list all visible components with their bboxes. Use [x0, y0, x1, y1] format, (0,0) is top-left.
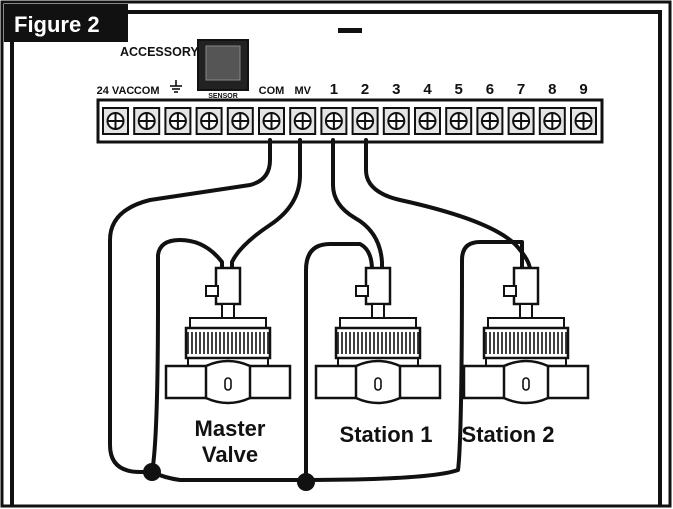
terminal-label: 3: [392, 81, 400, 98]
accessory-label: ACCESSORY: [120, 45, 199, 59]
solenoid-lever: [355, 285, 369, 297]
terminal-label: 8: [548, 81, 556, 98]
housing-notch: [338, 28, 362, 33]
sensor-label: SENSOR: [208, 93, 238, 100]
figure-badge-label: Figure 2: [14, 12, 100, 37]
wire-common-2: [304, 242, 374, 484]
solenoid-stem: [371, 303, 385, 319]
wire-com-bus: [150, 240, 524, 482]
splice-dot: [297, 473, 315, 491]
terminal-label: 2: [361, 81, 369, 98]
valve-bonnet-top: [189, 317, 267, 329]
flow-control: [374, 377, 382, 391]
wire-mv: [230, 138, 302, 272]
valve-station-2: [462, 266, 590, 405]
wire-station-1: [331, 138, 384, 272]
solenoid-lever: [205, 285, 219, 297]
valve-bonnet-top: [487, 317, 565, 329]
terminal-label: 9: [579, 81, 587, 98]
solenoid: [364, 266, 392, 306]
terminal-label: 6: [486, 81, 494, 98]
figure-badge: [4, 4, 128, 42]
terminal-label: 5: [455, 81, 463, 98]
ground-icon: [170, 80, 182, 93]
wire-master-common: [150, 238, 224, 474]
valve-station-1: [314, 266, 442, 405]
solenoid: [214, 266, 242, 306]
terminal-label: 24 VAC: [97, 85, 135, 97]
solenoid-lever: [503, 285, 517, 297]
wire-station-2: [364, 138, 532, 272]
solenoid: [512, 266, 540, 306]
terminal-label: COM: [134, 85, 160, 97]
valve-master: [164, 266, 292, 405]
terminal-label: COM: [259, 85, 285, 97]
master-valve-label-line1: Master: [195, 416, 266, 441]
terminal-screws: [102, 107, 597, 135]
solenoid-stem: [221, 303, 235, 319]
wire-com: [108, 138, 272, 474]
terminal-label: 7: [517, 81, 525, 98]
valve-bonnet-top: [339, 317, 417, 329]
wires: [108, 138, 532, 484]
solenoid-stem: [519, 303, 533, 319]
master-valve-label-line2: Valve: [202, 442, 258, 467]
station-2-label: Station 2: [462, 422, 555, 447]
station-1-label: Station 1: [340, 422, 433, 447]
splice-dot: [143, 463, 161, 481]
flow-control: [522, 377, 530, 391]
terminal-label: 1: [330, 81, 338, 98]
sensor-button-face: [205, 45, 241, 81]
terminal-label: MV: [294, 85, 311, 97]
flow-control: [224, 377, 232, 391]
terminal-label: 4: [423, 81, 432, 98]
